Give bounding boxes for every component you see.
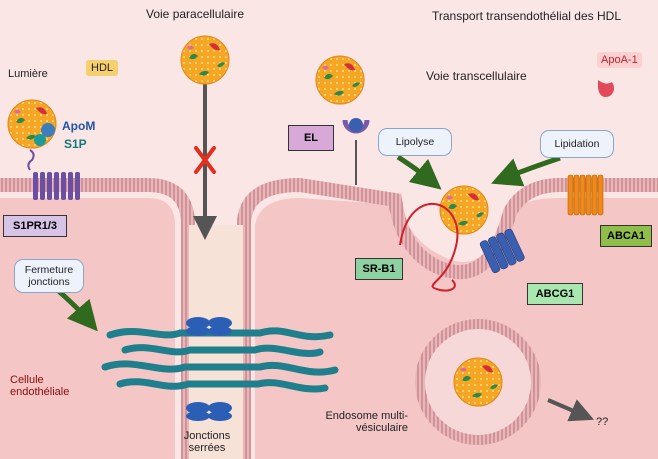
junction-closure-bubble: Fermeture jonctions: [14, 259, 84, 293]
transcellular-title: Voie transcellulaire: [426, 69, 527, 83]
apoa1-icon: [598, 80, 615, 97]
apoa1-label: ApoA-1: [597, 52, 642, 68]
diagram-title: Transport transendothélial des HDL: [432, 9, 621, 23]
left-cell: [0, 198, 175, 459]
tight-junctions-label: Jonctions serrées: [183, 430, 231, 454]
el-box: EL: [288, 125, 334, 151]
abcg1-box: ABCG1: [527, 283, 583, 305]
endosome-exit-arrow: [547, 398, 595, 422]
lipidation-bubble: Lipidation: [540, 130, 614, 158]
endosome-label: Endosome multi-vésiculaire: [325, 410, 408, 434]
blocked-cross-icon: [194, 146, 216, 174]
el-lipase-icon: [342, 118, 370, 185]
s1pr-receptor-icon: [33, 172, 80, 200]
abca1-box: ABCA1: [600, 225, 652, 247]
paracellular-title: Voie paracellulaire: [146, 7, 245, 21]
s1p-label: S1P: [64, 137, 87, 151]
hdl-particle-endosome: [453, 357, 503, 407]
junction-proteins: [186, 317, 232, 421]
abca1-transporter-icon: [567, 174, 604, 216]
srb1-receptor-icon: [399, 202, 459, 292]
srb1-box: SR-B1: [355, 258, 403, 280]
hdl-label: HDL: [86, 60, 119, 76]
endothelial-cell-label: Cellule endothéliale: [10, 374, 70, 398]
hdl-particle-transcellular: [315, 55, 365, 105]
lipidation-arrow: [491, 155, 561, 187]
abcg1-transporter-icon: [479, 228, 525, 274]
lipolysis-bubble: Lipolyse: [378, 128, 452, 156]
lipolysis-arrow: [396, 154, 442, 190]
apom-label: ApoM: [62, 119, 96, 133]
unknown-fate-label: ??: [596, 416, 609, 428]
hdl-particle-paracellular: [180, 35, 230, 85]
lumen-label: Lumière: [8, 68, 48, 80]
s1pr-box: S1PR1/3: [3, 215, 67, 237]
hdl-apom-particle: [7, 99, 57, 149]
